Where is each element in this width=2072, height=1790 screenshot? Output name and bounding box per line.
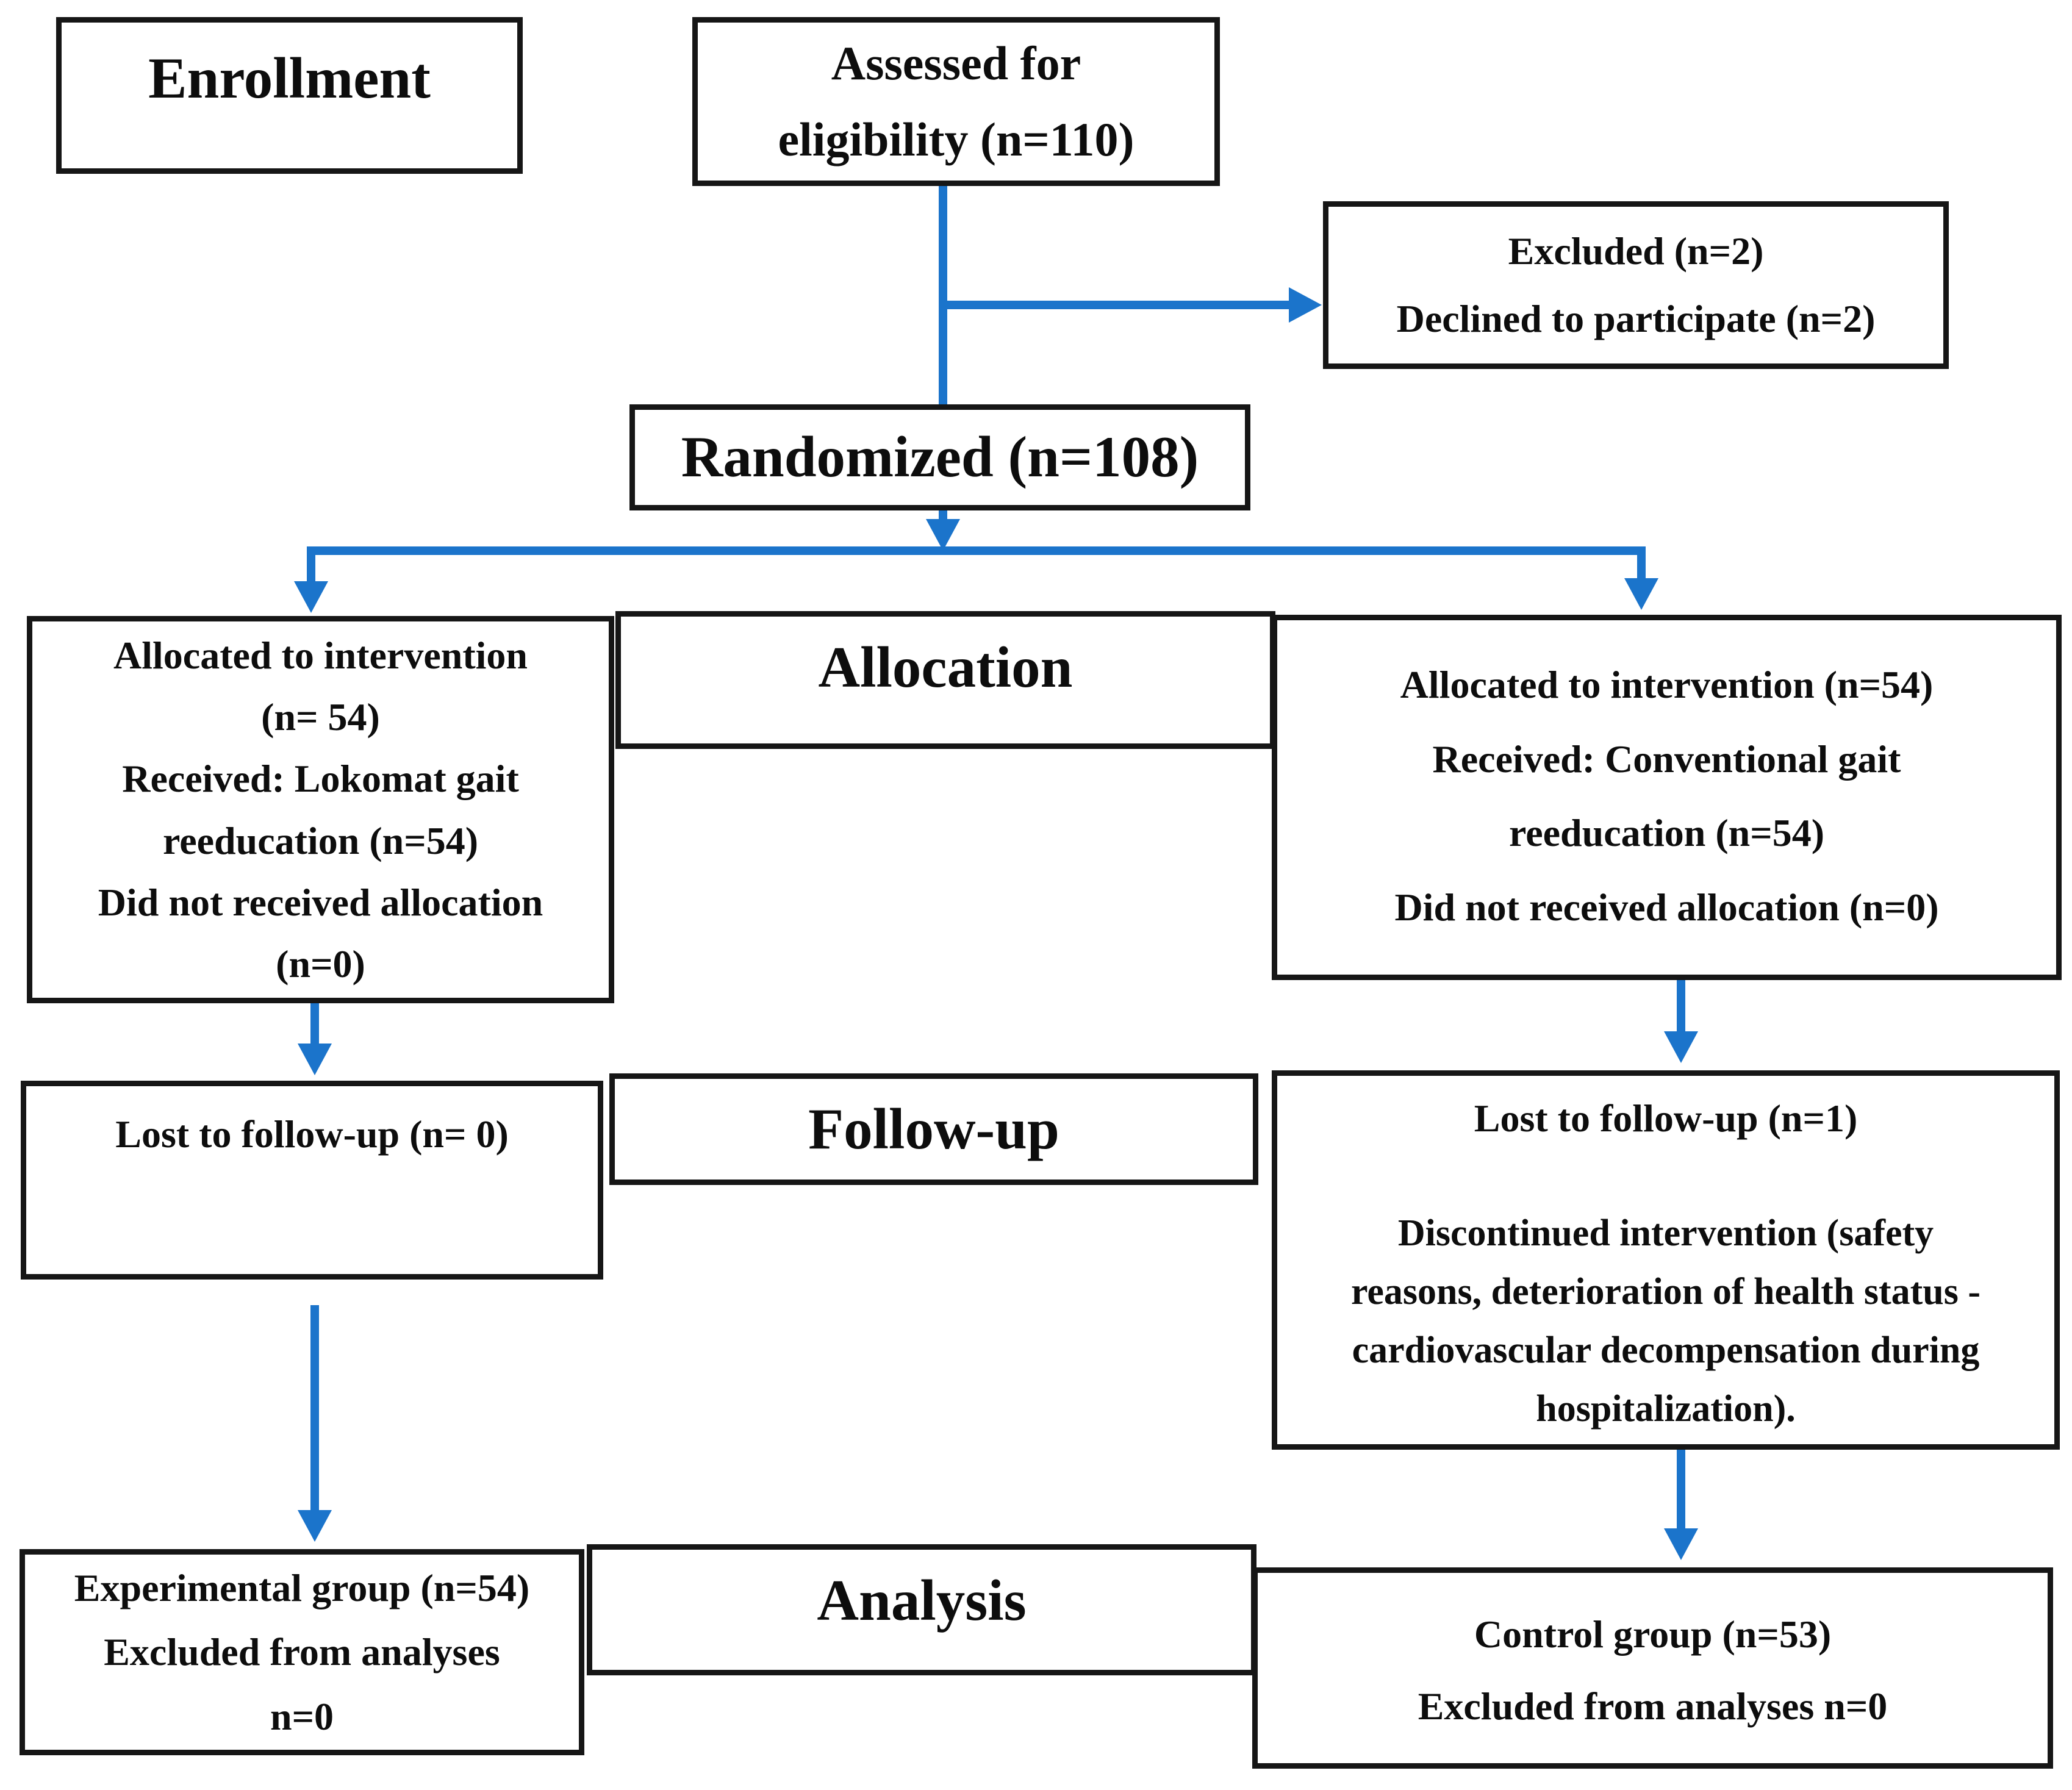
arrowhead-experimental-icon [298,1510,332,1542]
enrollment-label: Enrollment [148,46,431,111]
connector-followupleft-to-experimental [310,1305,319,1511]
fu-right-disc-line-3: cardiovascular decompensation during [1352,1330,1980,1372]
analysis-left-box: Experimental group (n=54) Excluded from … [20,1549,584,1755]
arrowhead-to-allocation-right-icon [1624,578,1658,610]
alloc-right-line-2: Received: Conventional gait [1432,737,1901,781]
fu-right-disc-line-1: Discontinued intervention (safety [1397,1212,1934,1254]
arrowhead-control-icon [1664,1528,1698,1560]
analysis-label: Analysis [817,1567,1027,1633]
followup-label: Follow-up [808,1096,1059,1161]
alloc-left-line-1: Allocated to intervention [113,634,528,678]
alloc-left-line-6: (n=0) [276,942,365,986]
assessed-line-2: eligibility (n=110) [778,112,1135,166]
control-line-1: Control group (n=53) [1474,1613,1832,1656]
connector-followupright-to-control [1677,1450,1685,1530]
split-left-elbow [307,546,315,582]
arrowhead-to-allocation-left-icon [294,581,328,613]
arrowhead-followup-right-icon [1664,1031,1698,1063]
randomized-box: Randomized (n=108) [629,404,1250,510]
arrowhead-to-excluded-icon [1289,287,1322,323]
assessed-eligibility-box: Assessed for eligibility (n=110) [692,17,1220,186]
enrollment-stage-box: Enrollment [56,17,523,174]
followup-right-box: Lost to follow-up (n=1) Discontinued int… [1272,1070,2060,1450]
allocation-right-box: Allocated to intervention (n=54) Receive… [1272,615,2062,980]
connector-branch-to-excluded [939,301,1290,309]
experimental-line-3: n=0 [270,1694,334,1738]
randomized-label: Randomized (n=108) [681,424,1199,490]
connector-randomized-to-split [939,510,947,520]
arrowhead-followup-left-icon [298,1044,332,1075]
connector-assessed-to-randomized [939,186,947,404]
arrowhead-randomized-down-icon [926,519,960,551]
split-horizontal-line [307,546,1646,555]
fu-right-lost-line: Lost to follow-up (n=1) [1474,1097,1858,1140]
alloc-right-line-3: reeducation (n=54) [1508,811,1825,855]
alloc-left-line-5: Did not received allocation [98,880,543,924]
experimental-line-1: Experimental group (n=54) [74,1566,530,1609]
alloc-left-line-3: Received: Lokomat gait [122,757,519,801]
alloc-right-line-4: Did not received allocation (n=0) [1394,885,1939,929]
excluded-box: Excluded (n=2) Declined to participate (… [1323,201,1949,369]
fu-left-line-1: Lost to follow-up (n= 0) [115,1112,509,1156]
analysis-right-box: Control group (n=53) Excluded from analy… [1252,1567,2053,1769]
allocation-stage-box: Allocation [615,611,1275,749]
control-line-2: Excluded from analyses n=0 [1418,1684,1888,1728]
followup-stage-box: Follow-up [609,1073,1258,1185]
followup-left-box: Lost to follow-up (n= 0) [21,1081,603,1280]
allocation-label: Allocation [818,635,1073,700]
connector-allocright-to-followupright [1677,980,1685,1033]
alloc-left-line-4: reeducation (n=54) [162,818,479,862]
excluded-line-2: Declined to participate (n=2) [1396,296,1876,340]
allocation-left-box: Allocated to intervention (n= 54) Receiv… [27,616,614,1003]
split-right-elbow [1637,546,1646,579]
fu-right-disc-line-4: hospitalization). [1536,1388,1796,1430]
analysis-stage-box: Analysis [587,1544,1256,1675]
alloc-left-line-2: (n= 54) [261,695,380,739]
excluded-line-1: Excluded (n=2) [1508,229,1764,273]
fu-right-disc-line-2: reasons, deterioration of health status … [1350,1271,1981,1313]
assessed-line-1: Assessed for [831,36,1081,90]
connector-allocleft-to-followupleft [310,1003,319,1045]
alloc-right-line-1: Allocated to intervention (n=54) [1400,663,1934,706]
experimental-line-2: Excluded from analyses [104,1630,500,1674]
